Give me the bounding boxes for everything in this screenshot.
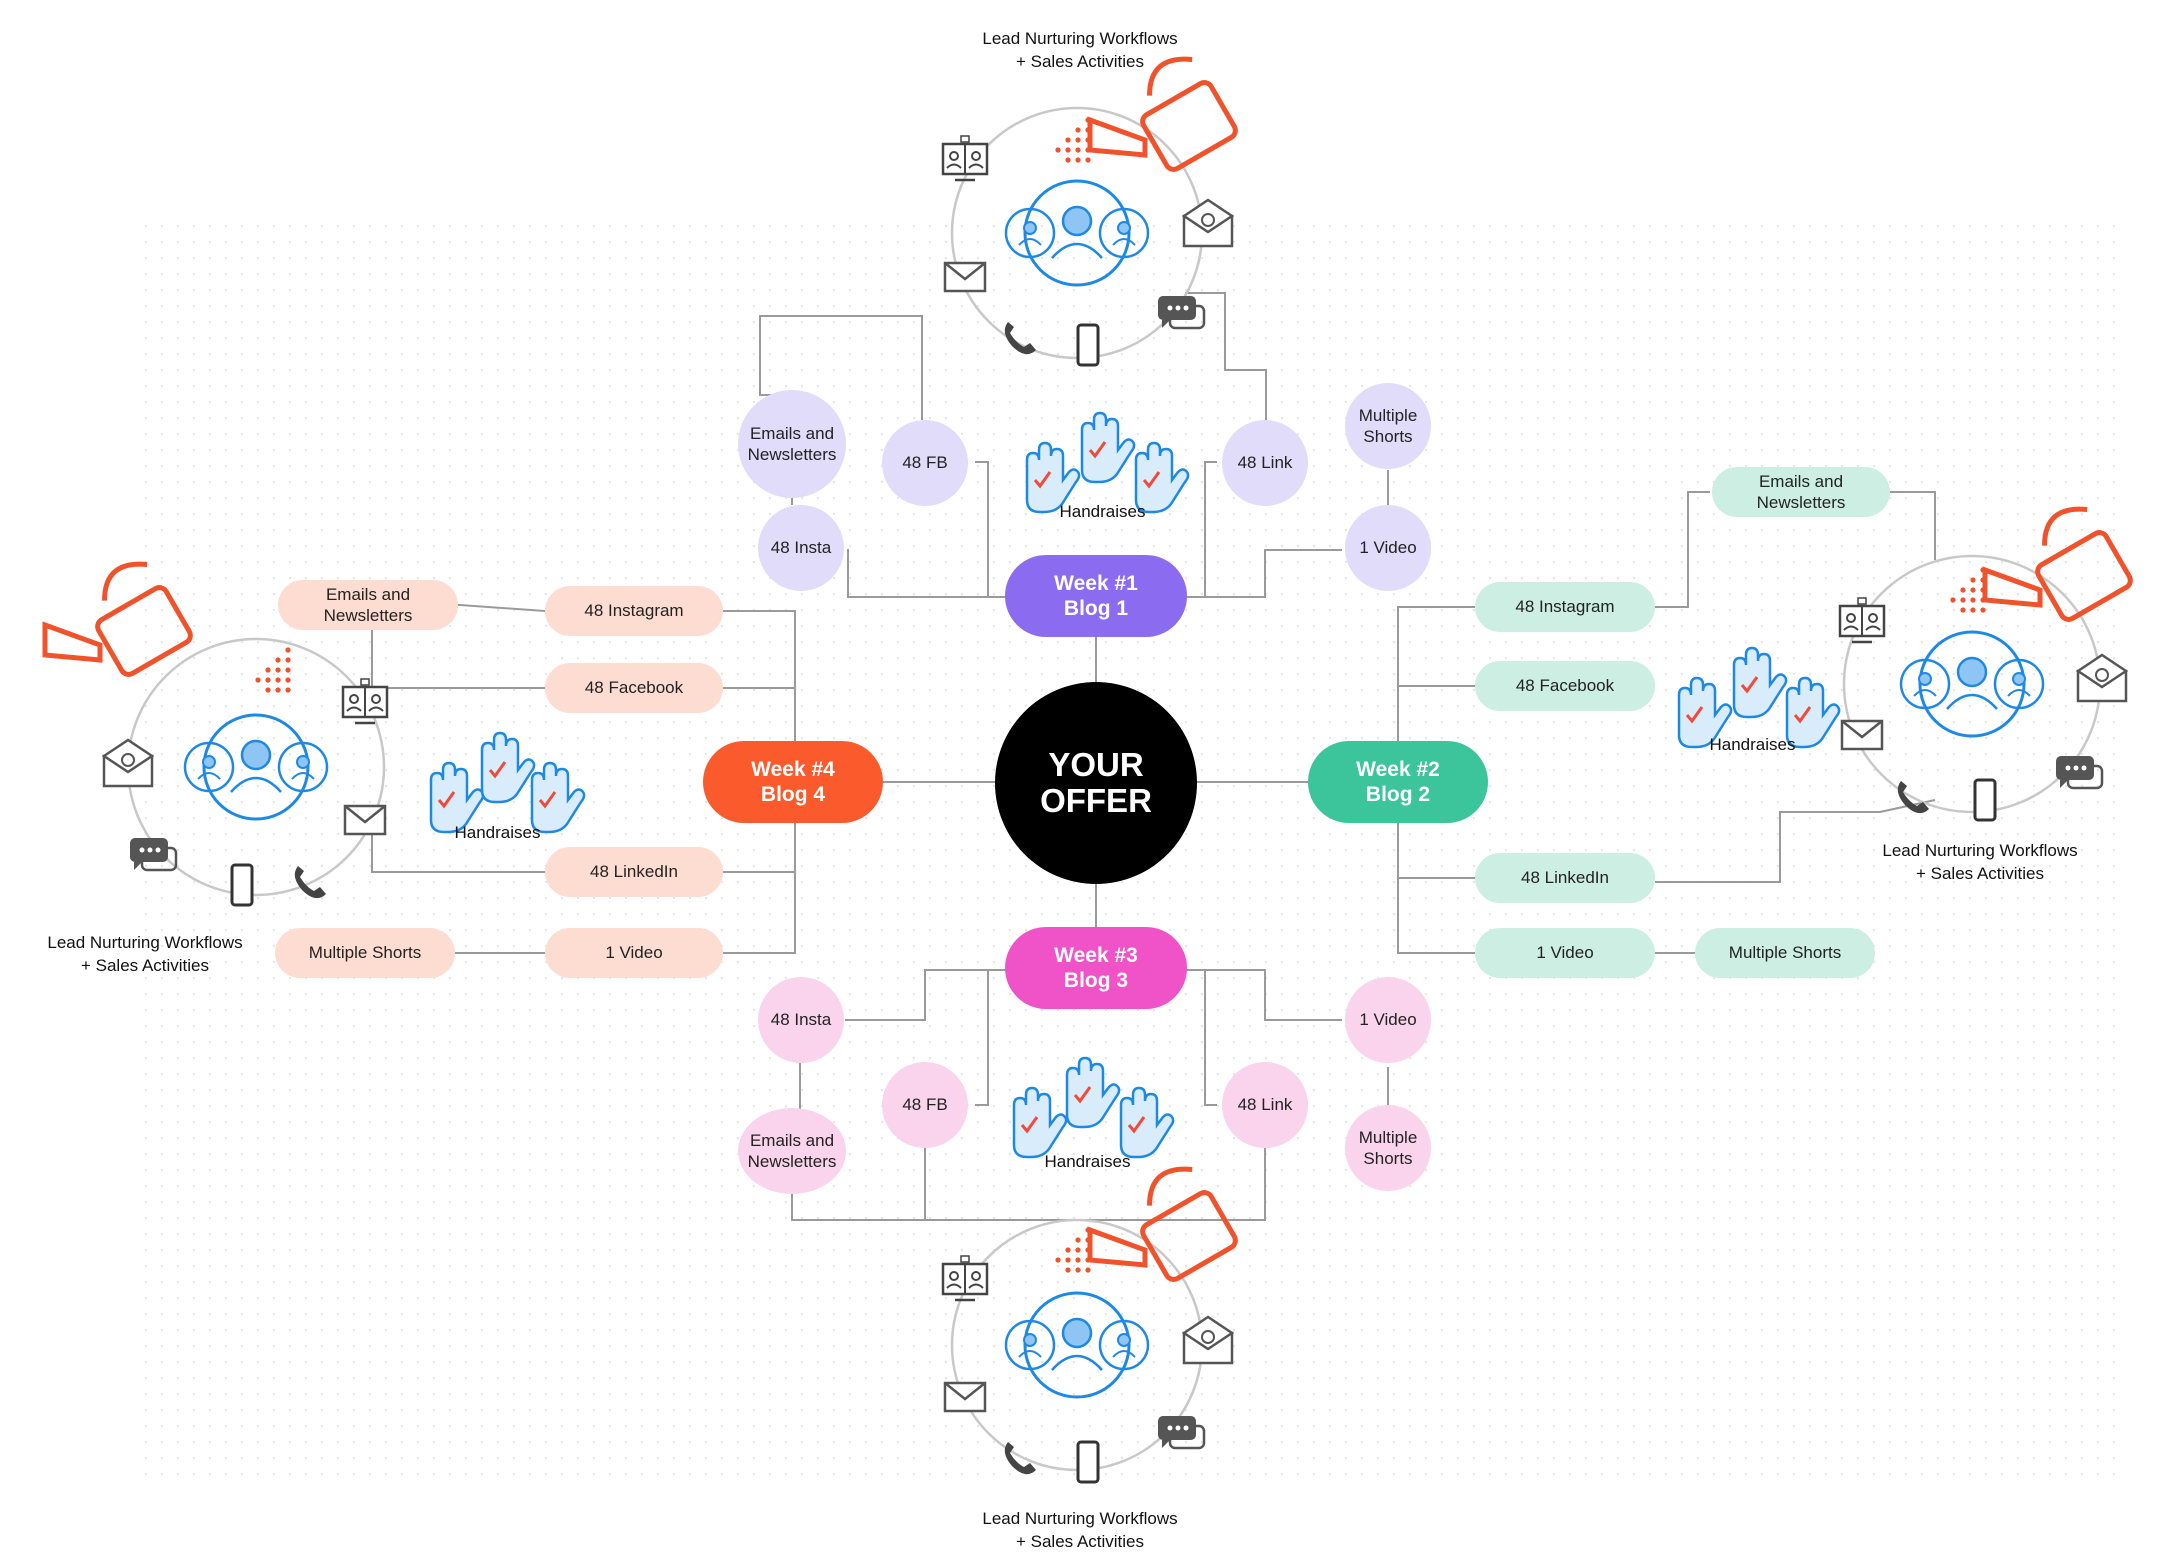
w1-emails-line2: Newsletters bbox=[747, 445, 837, 464]
w1-link-label: 48 Link bbox=[1237, 453, 1293, 473]
core-label-line1: YOUR bbox=[1048, 745, 1144, 783]
w2-handraises-label: Handraises bbox=[1709, 735, 1796, 754]
week-2-blog: Blog 2 bbox=[1365, 783, 1431, 806]
w1-video-label: 1 Video bbox=[1359, 538, 1417, 558]
week-1-node[interactable]: Week #1 Blog 1 bbox=[1005, 555, 1187, 637]
w1-cluster-line1: Lead Nurturing Workflows bbox=[982, 29, 1178, 48]
w2-emails-node[interactable]: Emails and Newsletters bbox=[1712, 467, 1890, 517]
week-2-node[interactable]: Week #2 Blog 2 bbox=[1308, 741, 1488, 823]
w3-insta-node[interactable]: 48 Insta bbox=[758, 977, 844, 1063]
w4-emails-node[interactable]: Emails and Newsletters bbox=[278, 580, 458, 630]
w1-insta-node[interactable]: 48 Insta bbox=[758, 505, 844, 591]
w4-shorts-node[interactable]: Multiple Shorts bbox=[275, 928, 455, 978]
w1-fb-label: 48 FB bbox=[902, 453, 948, 473]
w3-shorts-line2: Shorts bbox=[1363, 1149, 1413, 1168]
week-2-title: Week #2 bbox=[1356, 757, 1440, 781]
w2-instagram-node[interactable]: 48 Instagram bbox=[1475, 582, 1655, 632]
w3-emails-line1: Emails and bbox=[749, 1130, 835, 1150]
w4-video-label: 1 Video bbox=[605, 943, 663, 963]
w2-facebook-label: 48 Facebook bbox=[1515, 676, 1615, 696]
w4-emails-label: Emails and Newsletters bbox=[323, 584, 413, 625]
w4-cluster-label: Lead Nurturing Workflows + Sales Activit… bbox=[20, 932, 270, 978]
w2-cluster-line1: Lead Nurturing Workflows bbox=[1882, 841, 2078, 860]
w4-handraises-label: Handraises bbox=[454, 823, 541, 842]
w1-emails-node[interactable]: Emails and Newsletters bbox=[738, 390, 846, 498]
w1-video-node[interactable]: 1 Video bbox=[1345, 505, 1431, 591]
w3-cluster-label: Lead Nurturing Workflows + Sales Activit… bbox=[950, 1508, 1210, 1554]
w1-shorts-line1: Multiple bbox=[1358, 405, 1418, 425]
w2-shorts-label: Multiple Shorts bbox=[1728, 943, 1842, 963]
w3-link-node[interactable]: 48 Link bbox=[1222, 1062, 1308, 1148]
w2-video-node[interactable]: 1 Video bbox=[1475, 928, 1655, 978]
w4-linkedin-label: 48 LinkedIn bbox=[590, 862, 678, 882]
w3-insta-label: 48 Insta bbox=[770, 1010, 832, 1030]
w3-link-label: 48 Link bbox=[1237, 1095, 1293, 1115]
w4-video-node[interactable]: 1 Video bbox=[545, 928, 723, 978]
week-3-node[interactable]: Week #3 Blog 3 bbox=[1005, 927, 1187, 1009]
w3-shorts-line1: Multiple bbox=[1358, 1127, 1418, 1147]
w2-cluster-label: Lead Nurturing Workflows + Sales Activit… bbox=[1850, 840, 2110, 886]
w2-video-label: 1 Video bbox=[1536, 943, 1594, 963]
week-3-title: Week #3 bbox=[1054, 943, 1138, 967]
week-4-node[interactable]: Week #4 Blog 4 bbox=[703, 741, 883, 823]
core-label-line2: OFFER bbox=[1040, 782, 1152, 819]
w4-instagram-label: 48 Instagram bbox=[584, 601, 684, 621]
w3-fb-label: 48 FB bbox=[902, 1095, 948, 1115]
week-4-title: Week #4 bbox=[751, 757, 835, 781]
w2-instagram-label: 48 Instagram bbox=[1515, 597, 1615, 617]
w3-shorts-node[interactable]: Multiple Shorts bbox=[1345, 1105, 1431, 1191]
w1-handraises-label: Handraises bbox=[1059, 502, 1146, 521]
w3-emails-node[interactable]: Emails and Newsletters bbox=[738, 1108, 846, 1194]
w2-linkedin-label: 48 LinkedIn bbox=[1521, 868, 1609, 888]
w4-cluster-line2: + Sales Activities bbox=[80, 955, 210, 975]
w4-cluster-line1: Lead Nurturing Workflows bbox=[47, 933, 243, 952]
w4-shorts-label: Multiple Shorts bbox=[308, 943, 422, 963]
w3-video-node[interactable]: 1 Video bbox=[1345, 977, 1431, 1063]
w1-shorts-line2: Shorts bbox=[1363, 427, 1413, 446]
w4-facebook-label: 48 Facebook bbox=[584, 678, 684, 698]
w4-facebook-node[interactable]: 48 Facebook bbox=[545, 663, 723, 713]
your-offer-core[interactable]: YOUR OFFER bbox=[995, 682, 1197, 884]
w4-linkedin-node[interactable]: 48 LinkedIn bbox=[545, 847, 723, 897]
w2-cluster-line2: + Sales Activities bbox=[1915, 863, 2045, 883]
w1-link-node[interactable]: 48 Link bbox=[1222, 420, 1308, 506]
w1-fb-node[interactable]: 48 FB bbox=[882, 420, 968, 506]
week-4-blog: Blog 4 bbox=[760, 783, 826, 806]
week-1-blog: Blog 1 bbox=[1063, 597, 1129, 620]
w2-shorts-node[interactable]: Multiple Shorts bbox=[1695, 928, 1875, 978]
w3-fb-node[interactable]: 48 FB bbox=[882, 1062, 968, 1148]
w3-video-label: 1 Video bbox=[1359, 1010, 1417, 1030]
w1-cluster-line2: + Sales Activities bbox=[1015, 51, 1145, 71]
w1-cluster-label: Lead Nurturing Workflows + Sales Activit… bbox=[950, 28, 1210, 74]
w2-facebook-node[interactable]: 48 Facebook bbox=[1475, 661, 1655, 711]
w3-cluster-line1: Lead Nurturing Workflows bbox=[982, 1509, 1178, 1528]
w2-emails-label: Emails and Newsletters bbox=[1756, 471, 1846, 512]
week-1-title: Week #1 bbox=[1054, 571, 1138, 595]
week-3-blog: Blog 3 bbox=[1063, 969, 1129, 992]
w4-instagram-node[interactable]: 48 Instagram bbox=[545, 586, 723, 636]
w3-cluster-line2: + Sales Activities bbox=[1015, 1531, 1145, 1551]
w3-emails-line2: Newsletters bbox=[747, 1152, 837, 1171]
w1-emails-line1: Emails and bbox=[749, 423, 835, 443]
w2-linkedin-node[interactable]: 48 LinkedIn bbox=[1475, 853, 1655, 903]
w3-handraises-label: Handraises bbox=[1044, 1152, 1131, 1171]
w1-shorts-node[interactable]: Multiple Shorts bbox=[1345, 383, 1431, 469]
w1-insta-label: 48 Insta bbox=[770, 538, 832, 558]
